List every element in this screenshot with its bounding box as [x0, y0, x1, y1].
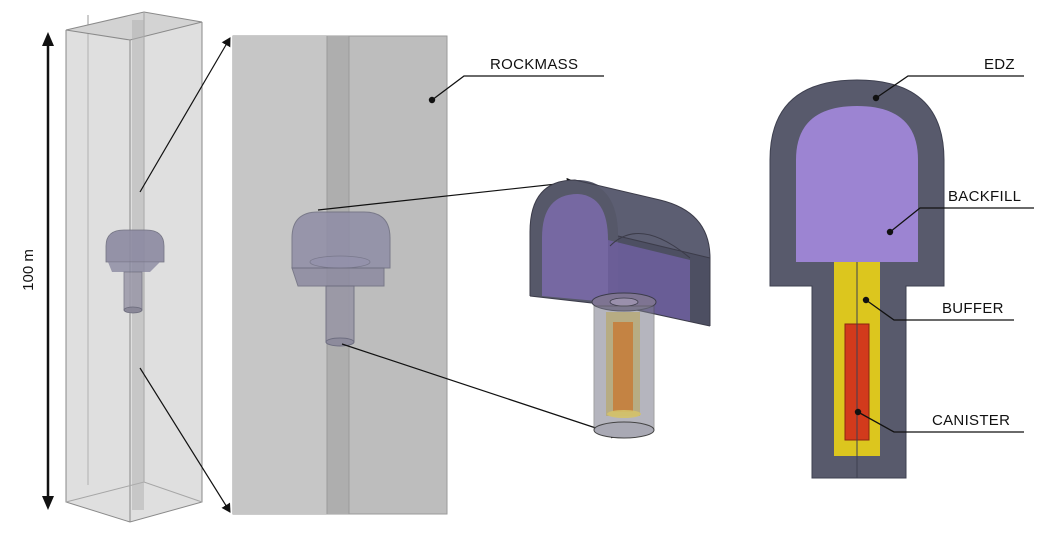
- height-dimension: 100 m: [20, 32, 54, 510]
- edz-label: EDZ: [984, 56, 1015, 73]
- backfill-label: BACKFILL: [948, 188, 1021, 205]
- cross-section: [769, 79, 945, 479]
- zoom-line-lower: [341, 343, 621, 439]
- zoom-line-bottom: [139, 367, 231, 513]
- height-label: 100 m: [20, 249, 37, 291]
- zoom-line-upper: [317, 177, 576, 211]
- mini-tunnel: [105, 229, 165, 314]
- rockmass-label: ROCKMASS: [490, 56, 578, 73]
- slab-tunnel: [291, 211, 391, 347]
- rockmass-slab: [232, 35, 448, 515]
- leader-lines: [428, 75, 1034, 433]
- tunnel-3d-detail: [529, 179, 711, 439]
- full-model-block: [65, 11, 203, 523]
- backfill-region: [796, 106, 918, 262]
- buffer-label: BUFFER: [942, 300, 1004, 317]
- canister-label: CANISTER: [932, 412, 1010, 429]
- zoom-line-top: [139, 37, 231, 193]
